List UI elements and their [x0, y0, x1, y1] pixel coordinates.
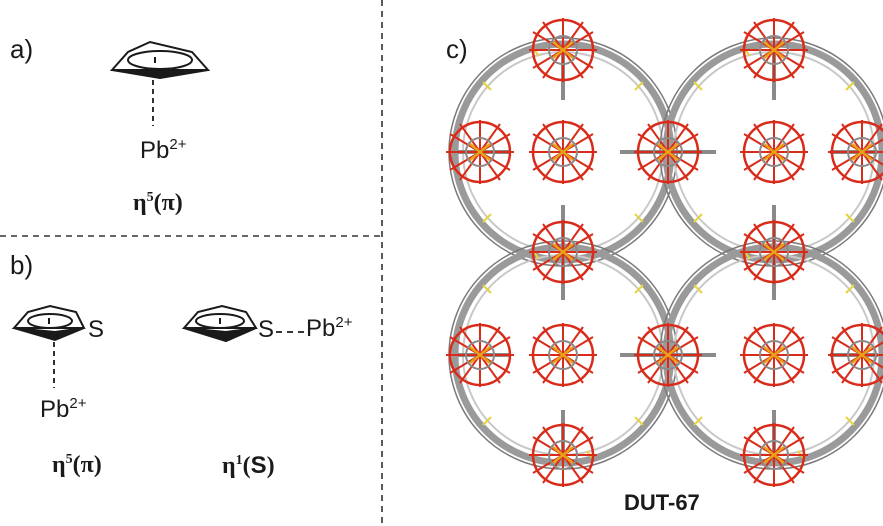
pb-label-a: Pb2+	[140, 136, 187, 164]
metal-cluster-node	[632, 321, 704, 389]
metal-cluster-node	[826, 321, 883, 389]
hapticity-a: η5(π)	[133, 190, 183, 216]
panel-a-label: a)	[10, 34, 34, 64]
metal-cluster-node	[738, 321, 810, 389]
metal-cluster-node	[738, 16, 810, 84]
cp-ring-a	[109, 40, 211, 80]
thiophene-ring-left	[11, 304, 86, 342]
pb-label-b-right: Pb2+	[306, 314, 353, 342]
pb-label-b-left: Pb2+	[40, 395, 87, 423]
panel-c-label: c)	[446, 34, 468, 64]
metal-cluster-node	[527, 321, 599, 389]
framework-caption: DUT-67	[624, 490, 700, 515]
hapticity-b-right: η1(S)	[222, 452, 275, 479]
s-atom-right: S	[258, 316, 275, 343]
metal-cluster-node	[738, 218, 810, 286]
metal-cluster-node	[738, 118, 810, 186]
metal-cluster-node	[527, 118, 599, 186]
metal-cluster-node	[632, 118, 704, 186]
metal-cluster-node	[527, 218, 599, 286]
panel-b-label: b)	[10, 250, 34, 280]
thiophene-ring-right	[181, 304, 258, 343]
metal-cluster-node	[738, 421, 810, 489]
s-atom-left: S	[88, 316, 105, 343]
metal-cluster-node	[826, 118, 883, 186]
metal-cluster-node	[527, 421, 599, 489]
metal-cluster-node	[527, 16, 599, 84]
hapticity-b-left: η5(π)	[52, 452, 102, 478]
